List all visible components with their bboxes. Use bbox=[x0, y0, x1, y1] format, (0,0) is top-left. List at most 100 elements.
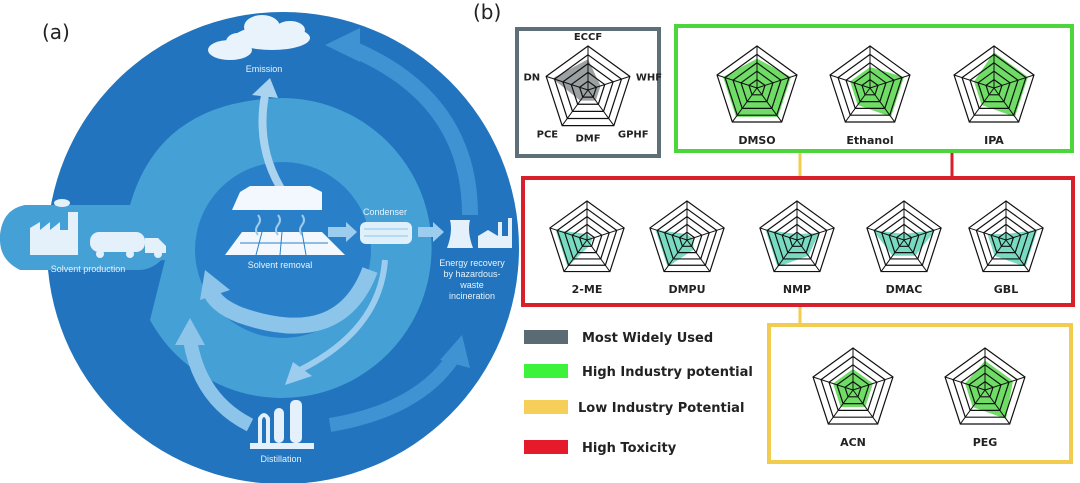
legend-swatch-high-toxicity bbox=[524, 440, 568, 454]
radar-label-nmp: NMP bbox=[783, 283, 811, 296]
radar-spoke bbox=[563, 239, 588, 272]
axis-label-whf: WHF bbox=[636, 72, 662, 83]
legend-label-low-industry-potential: Low Industry Potential bbox=[578, 401, 744, 416]
radar-grid-ring bbox=[732, 62, 782, 109]
energy-recovery-label-1: Energy recovery bbox=[439, 258, 505, 268]
radar-grid-ring bbox=[829, 45, 911, 123]
radar-grid-ring bbox=[853, 70, 887, 103]
radar-grid-ring bbox=[985, 78, 1003, 96]
radar-grid-ring bbox=[977, 70, 1011, 103]
radar-spoke bbox=[716, 74, 758, 89]
condenser-icon bbox=[360, 222, 412, 244]
radar-spoke bbox=[663, 239, 688, 272]
radar-grid-ring bbox=[564, 215, 610, 260]
radar-spoke bbox=[686, 227, 725, 241]
legend-swatch-most-widely-used bbox=[524, 330, 568, 344]
radar-chart-gbl: GBL bbox=[968, 200, 1044, 296]
emission-arrow-head bbox=[252, 78, 278, 98]
radar-grid-ring bbox=[997, 231, 1015, 247]
outer-arrow-head-top bbox=[325, 28, 360, 62]
radar-grid-ring bbox=[881, 215, 927, 260]
radar-spoke bbox=[796, 227, 835, 241]
condenser-to-energy-arrow bbox=[418, 222, 444, 242]
radar-spoke bbox=[844, 87, 871, 123]
group-box-high-toxicity bbox=[521, 176, 1075, 307]
radar-grid-ring bbox=[788, 231, 806, 247]
radar-spoke bbox=[812, 376, 854, 391]
radar-spoke bbox=[968, 227, 1007, 241]
radar-grid-ring bbox=[845, 62, 895, 109]
radar-spoke bbox=[982, 239, 1007, 272]
radar-fill-peg bbox=[965, 360, 1013, 419]
radar-grid-ring bbox=[837, 53, 903, 116]
radar-grid-ring bbox=[724, 53, 790, 116]
radar-spoke bbox=[549, 227, 588, 241]
radar-spoke bbox=[869, 87, 896, 123]
radar-spoke bbox=[993, 74, 1035, 89]
radar-spoke bbox=[903, 227, 942, 241]
outer-arrow-top-right bbox=[351, 42, 478, 216]
radar-chart-dmac: DMAC bbox=[866, 200, 942, 296]
radar-label-ipa: IPA bbox=[984, 134, 1004, 147]
radar-spoke bbox=[756, 74, 798, 89]
cloud-icon bbox=[208, 15, 310, 60]
radar-grid-ring bbox=[895, 231, 913, 247]
radar-spoke bbox=[944, 376, 986, 391]
radar-spoke bbox=[984, 389, 1011, 425]
radar-spoke bbox=[587, 89, 615, 126]
radar-grid-ring bbox=[961, 53, 1027, 116]
radar-label-dmso: DMSO bbox=[738, 134, 775, 147]
radar-grid-ring bbox=[774, 215, 820, 260]
radar-spoke bbox=[866, 227, 905, 241]
axis-label-pce: PCE bbox=[537, 130, 559, 141]
axis-label-dn: DN bbox=[523, 72, 540, 83]
radar-spoke bbox=[773, 239, 798, 272]
radar-chart-acn: ACN bbox=[812, 347, 894, 449]
radar-spoke bbox=[586, 227, 625, 241]
energy-recovery-label-2: by hazardous- bbox=[443, 269, 500, 279]
radar-label-peg: PEG bbox=[973, 436, 998, 449]
radar-spoke bbox=[968, 87, 995, 123]
radar-grid-ring bbox=[828, 364, 878, 411]
radar-spoke bbox=[959, 389, 986, 425]
radar-grid-ring bbox=[888, 223, 920, 254]
condenser-label: Condenser bbox=[363, 207, 407, 217]
radar-grid-ring bbox=[545, 45, 631, 127]
energy-recovery-label-4: incineration bbox=[449, 291, 495, 301]
radar-grid-ring bbox=[571, 223, 603, 254]
radar-grid-ring bbox=[759, 200, 835, 273]
group-box-low-industry-potential bbox=[767, 323, 1073, 464]
radar-chart-peg: PEG bbox=[944, 347, 1026, 449]
radar-chart-ipa: IPA bbox=[953, 45, 1035, 147]
outer-arrow-bottom-right bbox=[328, 351, 461, 432]
solvent-lifecycle-diagram: Emission Solvent production Solvent remo… bbox=[0, 12, 519, 483]
radar-spoke bbox=[561, 89, 589, 126]
radar-grid-ring bbox=[944, 347, 1026, 425]
radar-grid-ring bbox=[866, 200, 942, 273]
radar-grid-ring bbox=[812, 347, 894, 425]
solvent-removal-label: Solvent removal bbox=[248, 260, 313, 270]
legend-label-high-industry-potential: High Industry potential bbox=[582, 365, 753, 380]
to-distillation-arrow bbox=[298, 259, 388, 373]
group-box-high-industry-potential bbox=[674, 24, 1074, 153]
radar-label-dmpu: DMPU bbox=[668, 283, 705, 296]
radar-grid-ring bbox=[553, 54, 623, 120]
radar-grid-ring bbox=[562, 62, 614, 112]
radar-grid-ring bbox=[716, 45, 798, 123]
radar-spoke bbox=[545, 75, 589, 91]
legend-label-high-toxicity: High Toxicity bbox=[582, 441, 677, 456]
radar-spoke bbox=[649, 227, 688, 241]
radar-grid-ring bbox=[656, 208, 718, 266]
legend-swatch-high-industry-potential bbox=[524, 364, 568, 378]
radar-chart-dmso: DMSO bbox=[716, 45, 798, 147]
distillation-return-arrow bbox=[183, 338, 254, 432]
radar-grid-ring bbox=[781, 223, 813, 254]
radar-fill-ethanol bbox=[850, 67, 904, 117]
radar-grid-ring bbox=[976, 380, 994, 398]
radar-grid-ring bbox=[836, 372, 870, 405]
recycle-arrow-head bbox=[200, 270, 230, 300]
radar-grid-ring bbox=[678, 231, 696, 247]
emission-arrow bbox=[258, 94, 289, 198]
radar-grid-ring bbox=[549, 200, 625, 273]
